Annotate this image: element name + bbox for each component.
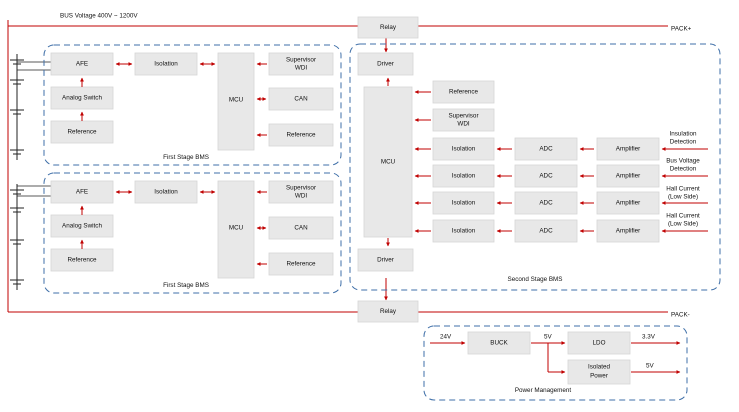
first-stage-bms-bottom: AFE Isolation MCU Supervisor WDI CAN Ref… [43, 172, 342, 294]
first-stage-title-bottom: First Stage BMS [163, 282, 209, 289]
input-4-line-2: (Low Side) [668, 221, 698, 228]
supervisor-label: Supervisor [286, 185, 316, 192]
afe-reference-label: Reference [67, 129, 97, 136]
input-3-line-1: Hall Current [666, 186, 700, 193]
mcu-label: MCU [381, 159, 396, 166]
input-2-line-1: Bus Voltage [666, 158, 700, 165]
isolation-label: Isolation [154, 189, 178, 196]
supervisor-label: Supervisor [286, 57, 316, 64]
amplifier-label: Amplifier [616, 200, 641, 207]
wdi-label: WDI [295, 65, 307, 72]
driver-bottom-label: Driver [377, 257, 394, 264]
power-management-title: Power Management [515, 387, 572, 394]
input-1-line-2: Detection [670, 139, 697, 146]
adc-label: ADC [539, 146, 553, 153]
output-5v-label: 5V [646, 363, 655, 370]
reference-label: Reference [286, 132, 316, 139]
mcu-label: MCU [229, 97, 244, 104]
analog-switch-label: Analog Switch [62, 95, 102, 102]
amplifier-label: Amplifier [616, 173, 641, 180]
relay-top-label: Relay [380, 24, 397, 31]
isolated-power-line-2: Power [590, 373, 608, 380]
battery-rails [7, 20, 668, 313]
second-stage-title: Second Stage BMS [508, 276, 563, 283]
input-1-line-1: Insulation [670, 131, 697, 138]
mcu-label: MCU [229, 225, 244, 232]
power-management: BUCK LDO Isolated Power 24V 5V 3.3V 5V P… [423, 325, 688, 401]
isolation-label: Isolation [452, 200, 476, 207]
amplifier-label: Amplifier [616, 228, 641, 235]
reference-label: Reference [449, 89, 479, 96]
input-3-line-2: (Low Side) [668, 194, 698, 201]
input-4-line-1: Hall Current [666, 213, 700, 220]
buck-out-5v-label: 5V [544, 334, 553, 341]
first-stage-title-top: First Stage BMS [163, 154, 209, 161]
input-2-line-2: Detection [670, 166, 697, 173]
pack-plus-label: PACK+ [671, 26, 692, 33]
isolation-label: Isolation [452, 173, 476, 180]
output-33v-label: 3.3V [642, 334, 656, 341]
supervisor-label: Supervisor [448, 113, 478, 120]
driver-top-label: Driver [377, 61, 394, 68]
isolated-power-line-1: Isolated [588, 364, 611, 371]
wdi-label: WDI [295, 193, 307, 200]
isolation-label: Isolation [452, 146, 476, 153]
second-stage-bms: Driver MCU Driver Reference Supervisor W… [349, 43, 721, 291]
afe-label: AFE [76, 189, 88, 196]
first-stage-bms-top: AFE Isolation MCU Supervisor WDI CAN Ref… [43, 44, 342, 166]
wdi-label: WDI [457, 121, 469, 128]
pack-minus-label: PACK- [671, 312, 690, 319]
buck-label: BUCK [490, 340, 508, 347]
afe-label: AFE [76, 61, 88, 68]
relay-top: Relay [357, 16, 419, 39]
adc-label: ADC [539, 200, 553, 207]
can-label: CAN [294, 96, 308, 103]
afe-reference-label: Reference [67, 257, 97, 264]
relay-bottom-label: Relay [380, 308, 397, 315]
adc-label: ADC [539, 173, 553, 180]
ldo-label: LDO [593, 340, 606, 347]
reference-label: Reference [286, 261, 316, 268]
analog-switch-label: Analog Switch [62, 223, 102, 230]
isolation-label: Isolation [452, 228, 476, 235]
adc-label: ADC [539, 228, 553, 235]
can-label: CAN [294, 225, 308, 232]
bus-voltage-label: BUS Voltage 400V ~ 1200V [60, 13, 138, 20]
relay-bottom: Relay [357, 300, 419, 323]
amplifier-label: Amplifier [616, 146, 641, 153]
isolation-label: Isolation [154, 61, 178, 68]
input-24v-label: 24V [440, 334, 452, 341]
